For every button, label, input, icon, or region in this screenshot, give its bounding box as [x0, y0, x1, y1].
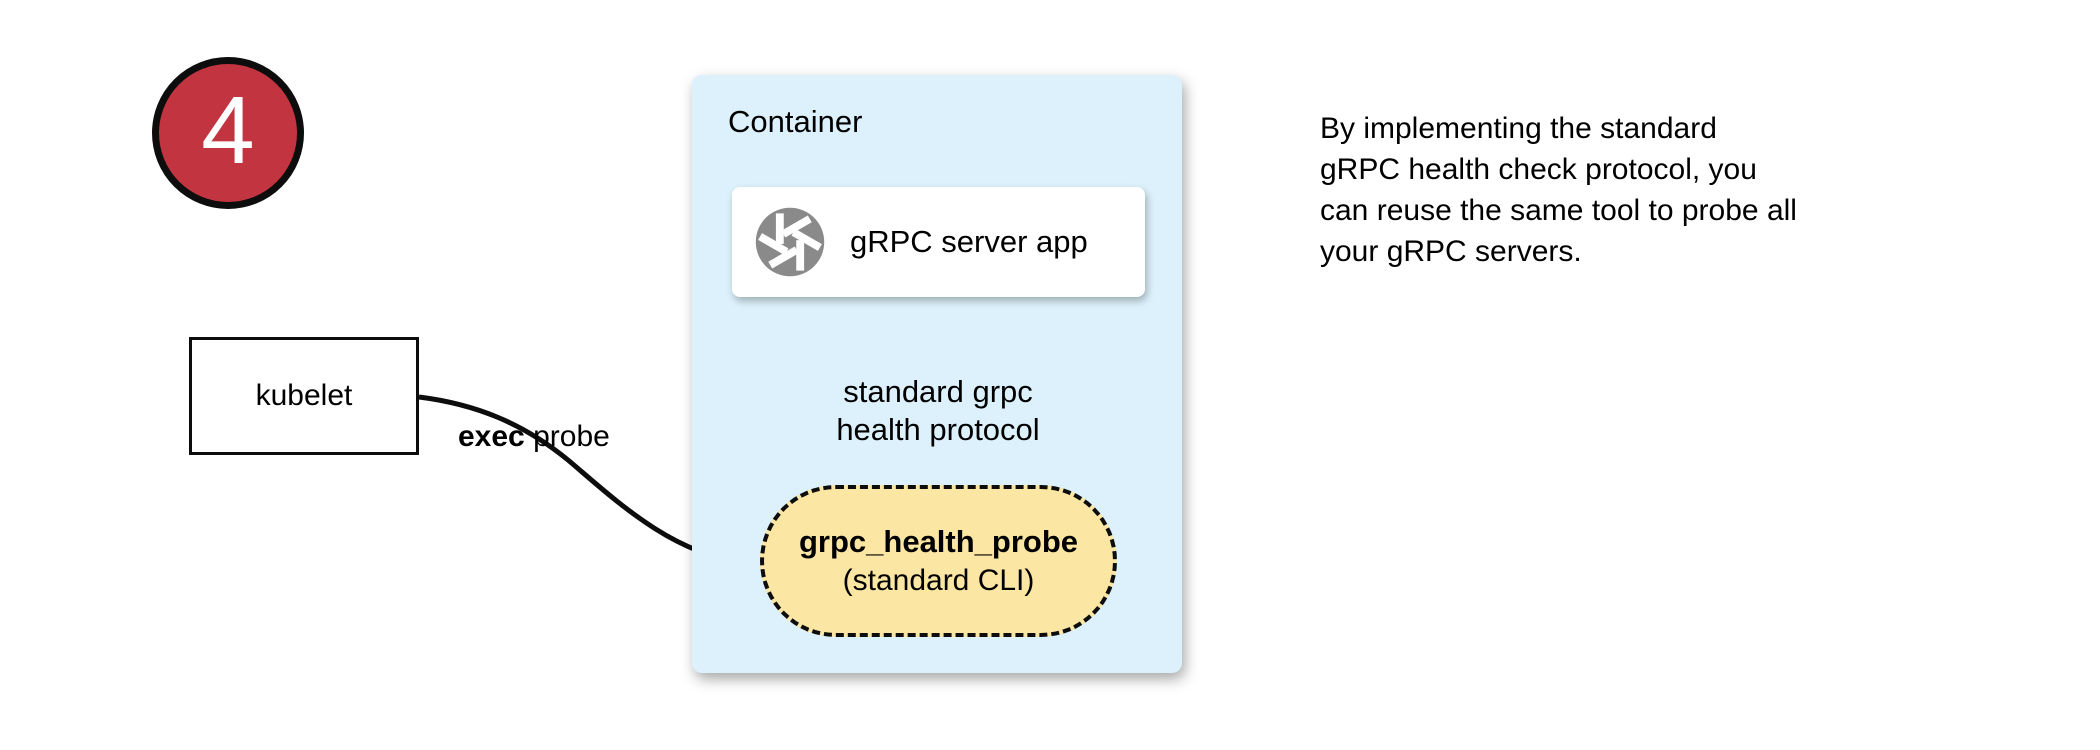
grpc-server-box: gRPC server app	[732, 187, 1145, 297]
health-protocol-label: standard grpc health protocol	[788, 373, 1088, 449]
note-line: can reuse the same tool to probe all	[1320, 194, 1797, 227]
exec-probe-label-bold: exec	[458, 420, 525, 453]
kubelet-box: kubelet	[189, 337, 419, 455]
kubelet-label: kubelet	[255, 379, 353, 412]
aperture-icon	[755, 207, 825, 277]
grpc-health-probe-box: grpc_health_probe (standard CLI)	[760, 485, 1117, 637]
exec-probe-label-rest: probe	[524, 420, 610, 453]
step-badge: 4	[152, 57, 304, 209]
step-number: 4	[201, 77, 255, 184]
note-line: gRPC health check protocol, you	[1320, 153, 1757, 186]
grpc-server-label: gRPC server app	[850, 224, 1088, 259]
grpc-health-probe-subtitle: (standard CLI)	[842, 564, 1035, 597]
health-protocol-line2: health protocol	[836, 412, 1040, 447]
grpc-health-probe-name: grpc_health_probe	[798, 524, 1079, 559]
note-line: By implementing the standard	[1320, 112, 1717, 145]
note-text: By implementing the standard gRPC health…	[1320, 108, 1797, 272]
exec-probe-label: exec probe	[458, 420, 610, 454]
container-title: Container	[728, 104, 863, 139]
note-line: your gRPC servers.	[1320, 235, 1582, 268]
health-protocol-line1: standard grpc	[843, 374, 1033, 409]
